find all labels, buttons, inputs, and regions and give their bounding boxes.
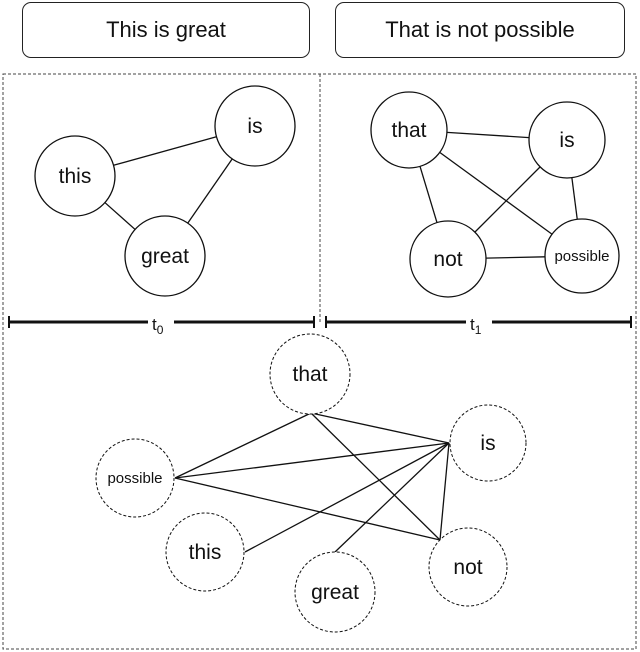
node-label: possible bbox=[107, 470, 162, 487]
node-circle bbox=[165, 512, 245, 592]
edge-not-possible bbox=[485, 256, 546, 259]
sentence-box-t0: This is great bbox=[22, 2, 310, 58]
node-circle bbox=[95, 438, 175, 518]
node-circle bbox=[124, 215, 206, 297]
edge-that-not bbox=[419, 166, 438, 223]
edge-that-possible bbox=[174, 412, 312, 479]
edge-possible-is bbox=[174, 442, 450, 479]
node-label: possible bbox=[554, 248, 609, 265]
node-label: not bbox=[433, 248, 462, 271]
node-label: is bbox=[559, 129, 574, 152]
node-label: not bbox=[453, 556, 482, 579]
node-possible: possible bbox=[95, 438, 175, 518]
node-great: great bbox=[124, 215, 206, 297]
node-possible: possible bbox=[544, 218, 620, 294]
node-label: this bbox=[59, 165, 92, 188]
node-that: that bbox=[370, 91, 448, 169]
sentence-text-t1: That is not possible bbox=[385, 17, 575, 42]
edge-is-not bbox=[439, 442, 450, 541]
sentence-box-t1: That is not possible bbox=[335, 2, 625, 58]
edge-this-great bbox=[104, 202, 136, 230]
node-circle bbox=[544, 218, 620, 294]
edge-that-is bbox=[446, 131, 530, 139]
graph-merged: that is possible this great not bbox=[95, 333, 527, 633]
node-circle bbox=[370, 91, 448, 169]
edge-is-great bbox=[187, 158, 233, 224]
graph-t0: this is great bbox=[34, 85, 296, 297]
node-circle bbox=[409, 220, 487, 298]
sentence-text-t0: This is great bbox=[106, 17, 226, 42]
edge-this-is bbox=[244, 442, 450, 553]
edge-great-is bbox=[334, 442, 450, 553]
node-circle bbox=[449, 404, 527, 482]
node-circle bbox=[428, 527, 508, 607]
node-this: this bbox=[165, 512, 245, 592]
edge-possible-not bbox=[174, 477, 441, 541]
node-is: is bbox=[449, 404, 527, 482]
node-great: great bbox=[294, 551, 376, 633]
graph-t1: that is not possible bbox=[370, 91, 620, 298]
node-label: is bbox=[247, 115, 262, 138]
node-is: is bbox=[528, 101, 606, 179]
node-label: that bbox=[391, 119, 426, 142]
node-not: not bbox=[428, 527, 508, 607]
node-not: not bbox=[409, 220, 487, 298]
edge-is-possible bbox=[571, 177, 578, 220]
node-label: that bbox=[292, 363, 327, 386]
node-label: is bbox=[480, 432, 495, 455]
node-circle bbox=[269, 333, 351, 415]
node-that: that bbox=[269, 333, 351, 415]
node-label: this bbox=[189, 541, 222, 564]
edge-this-is bbox=[113, 136, 217, 166]
node-label: great bbox=[311, 581, 359, 604]
node-label: great bbox=[141, 245, 189, 268]
edge-is-not bbox=[474, 166, 541, 233]
node-circle bbox=[214, 85, 296, 167]
node-this: this bbox=[34, 135, 116, 217]
node-circle bbox=[34, 135, 116, 217]
node-is: is bbox=[214, 85, 296, 167]
node-circle bbox=[528, 101, 606, 179]
timestep-label-t1: t1 bbox=[470, 315, 482, 337]
node-circle bbox=[294, 551, 376, 633]
edge-that-not bbox=[310, 412, 441, 541]
edge-that-is bbox=[310, 412, 450, 444]
edge-that-possible bbox=[439, 151, 553, 235]
timestep-label-t0: t0 bbox=[152, 315, 164, 337]
